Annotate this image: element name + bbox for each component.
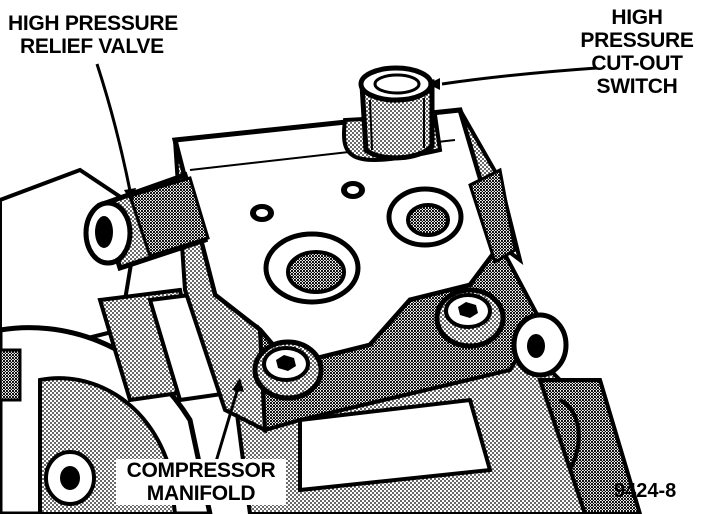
figure-number: 9424-8 bbox=[614, 480, 677, 502]
manifold-leader bbox=[213, 387, 240, 466]
manifold-label: COMPRESSOR MANIFOLD bbox=[116, 459, 286, 505]
cutout-switch-leader bbox=[441, 66, 598, 86]
mounting-bolt-left bbox=[252, 339, 324, 401]
cutout-switch-label-line-1: HIGH bbox=[611, 6, 663, 29]
cutout-switch-label: HIGH PRESSURE CUT-OUT SWITCH bbox=[574, 6, 700, 98]
cutout-switch-label-line-3: CUT-OUT bbox=[591, 52, 683, 75]
cutout-switch bbox=[341, 65, 443, 162]
relief-valve-label-line-2: RELIEF VALVE bbox=[20, 35, 164, 58]
cutout-switch-label-line-2: PRESSURE bbox=[580, 29, 694, 52]
cutout-switch-label-line-4: SWITCH bbox=[596, 75, 678, 98]
side-fitting bbox=[511, 312, 581, 471]
relief-valve-label-line-1: HIGH PRESSURE bbox=[8, 12, 178, 35]
mounting-bolt-right bbox=[434, 287, 506, 349]
manifold-label-line-1: COMPRESSOR bbox=[126, 459, 276, 482]
relief-valve bbox=[83, 171, 210, 272]
relief-valve-leader bbox=[95, 63, 133, 197]
leader-lines bbox=[95, 63, 598, 466]
manifold-label-line-2: MANIFOLD bbox=[146, 482, 256, 505]
relief-valve-label: HIGH PRESSURE RELIEF VALVE bbox=[8, 12, 178, 58]
